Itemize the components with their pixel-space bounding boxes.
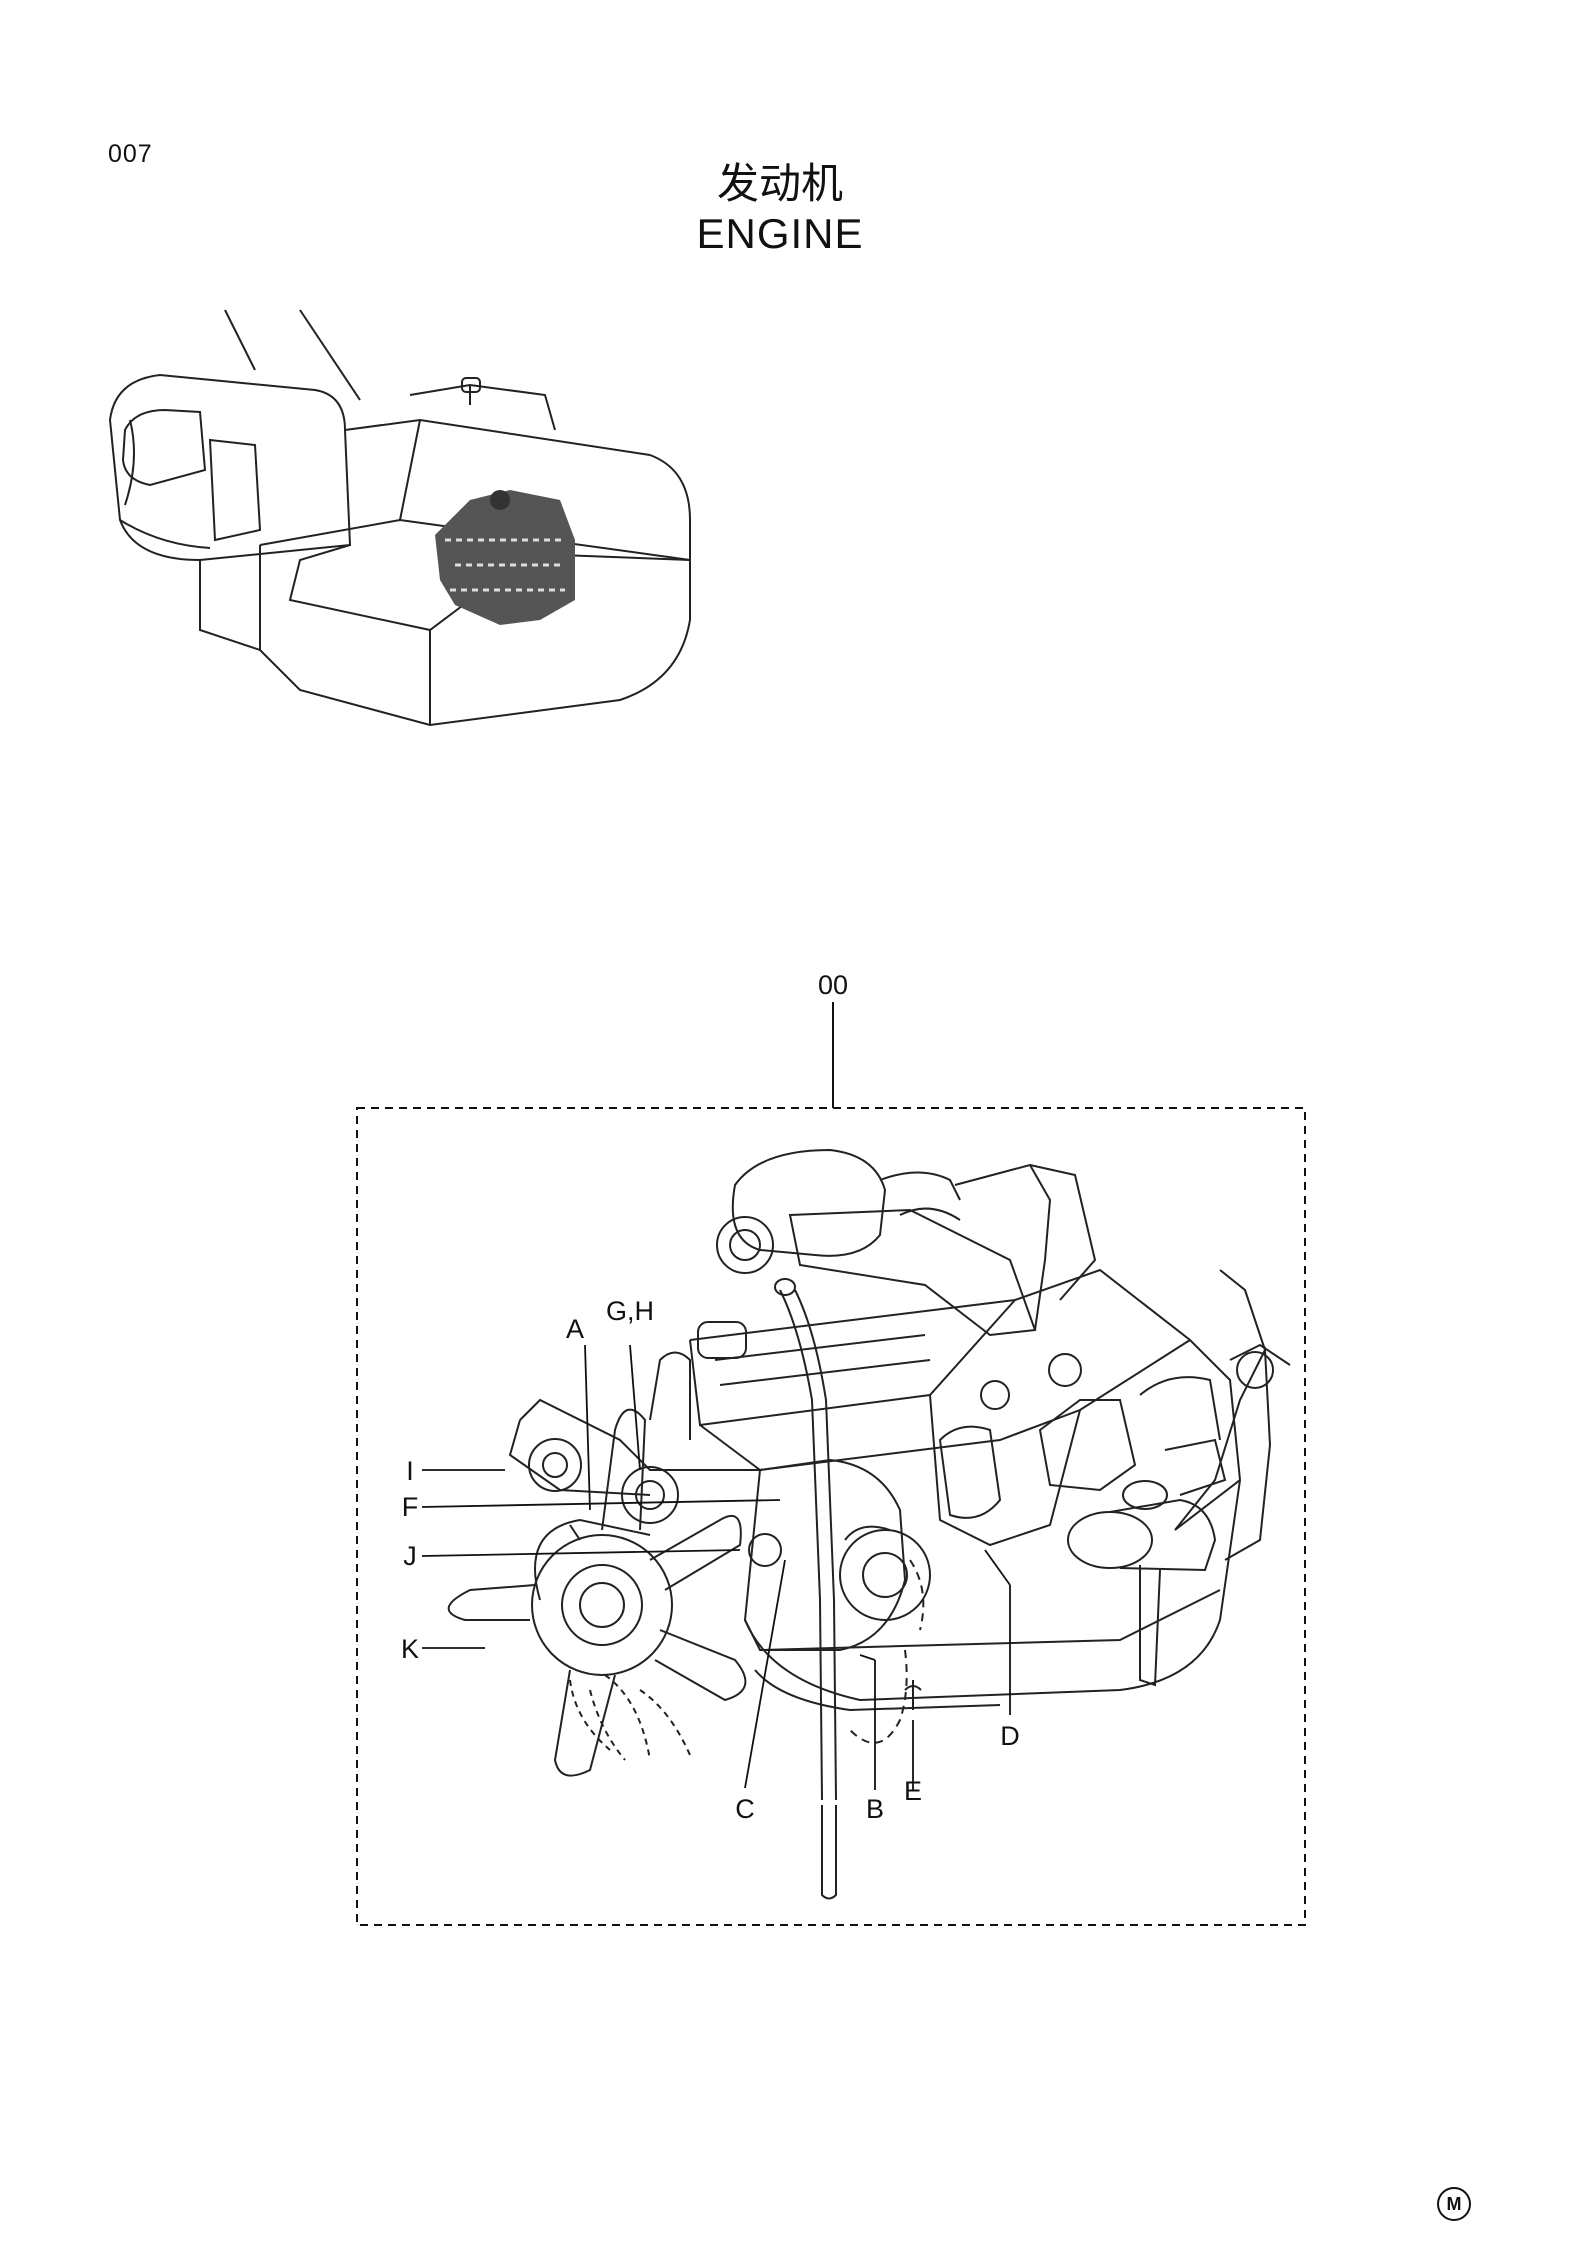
- callout-f: F: [402, 1492, 419, 1522]
- manual-mark-icon: M: [1437, 2187, 1471, 2221]
- callout-c: C: [735, 1794, 755, 1824]
- callout-j: J: [403, 1541, 417, 1571]
- callout-b: B: [866, 1794, 884, 1824]
- callout-g-h: G,H: [606, 1296, 654, 1326]
- page-title-english: ENGINE: [696, 210, 864, 257]
- engine-highlight: [435, 490, 575, 625]
- callout-e: E: [904, 1776, 922, 1806]
- callout-a: A: [566, 1314, 584, 1344]
- engine-illustration: [447, 1148, 1291, 1900]
- excavator-overview-icon: [108, 309, 691, 727]
- callout-k: K: [401, 1634, 419, 1664]
- callout-leaders: [421, 1344, 1011, 1790]
- assembly-reference-label: 00: [818, 970, 848, 1000]
- callout-i: I: [406, 1456, 414, 1486]
- callout-d: D: [1000, 1721, 1020, 1751]
- page-title-chinese: 发动机: [716, 159, 843, 208]
- page-number: 007: [108, 140, 153, 168]
